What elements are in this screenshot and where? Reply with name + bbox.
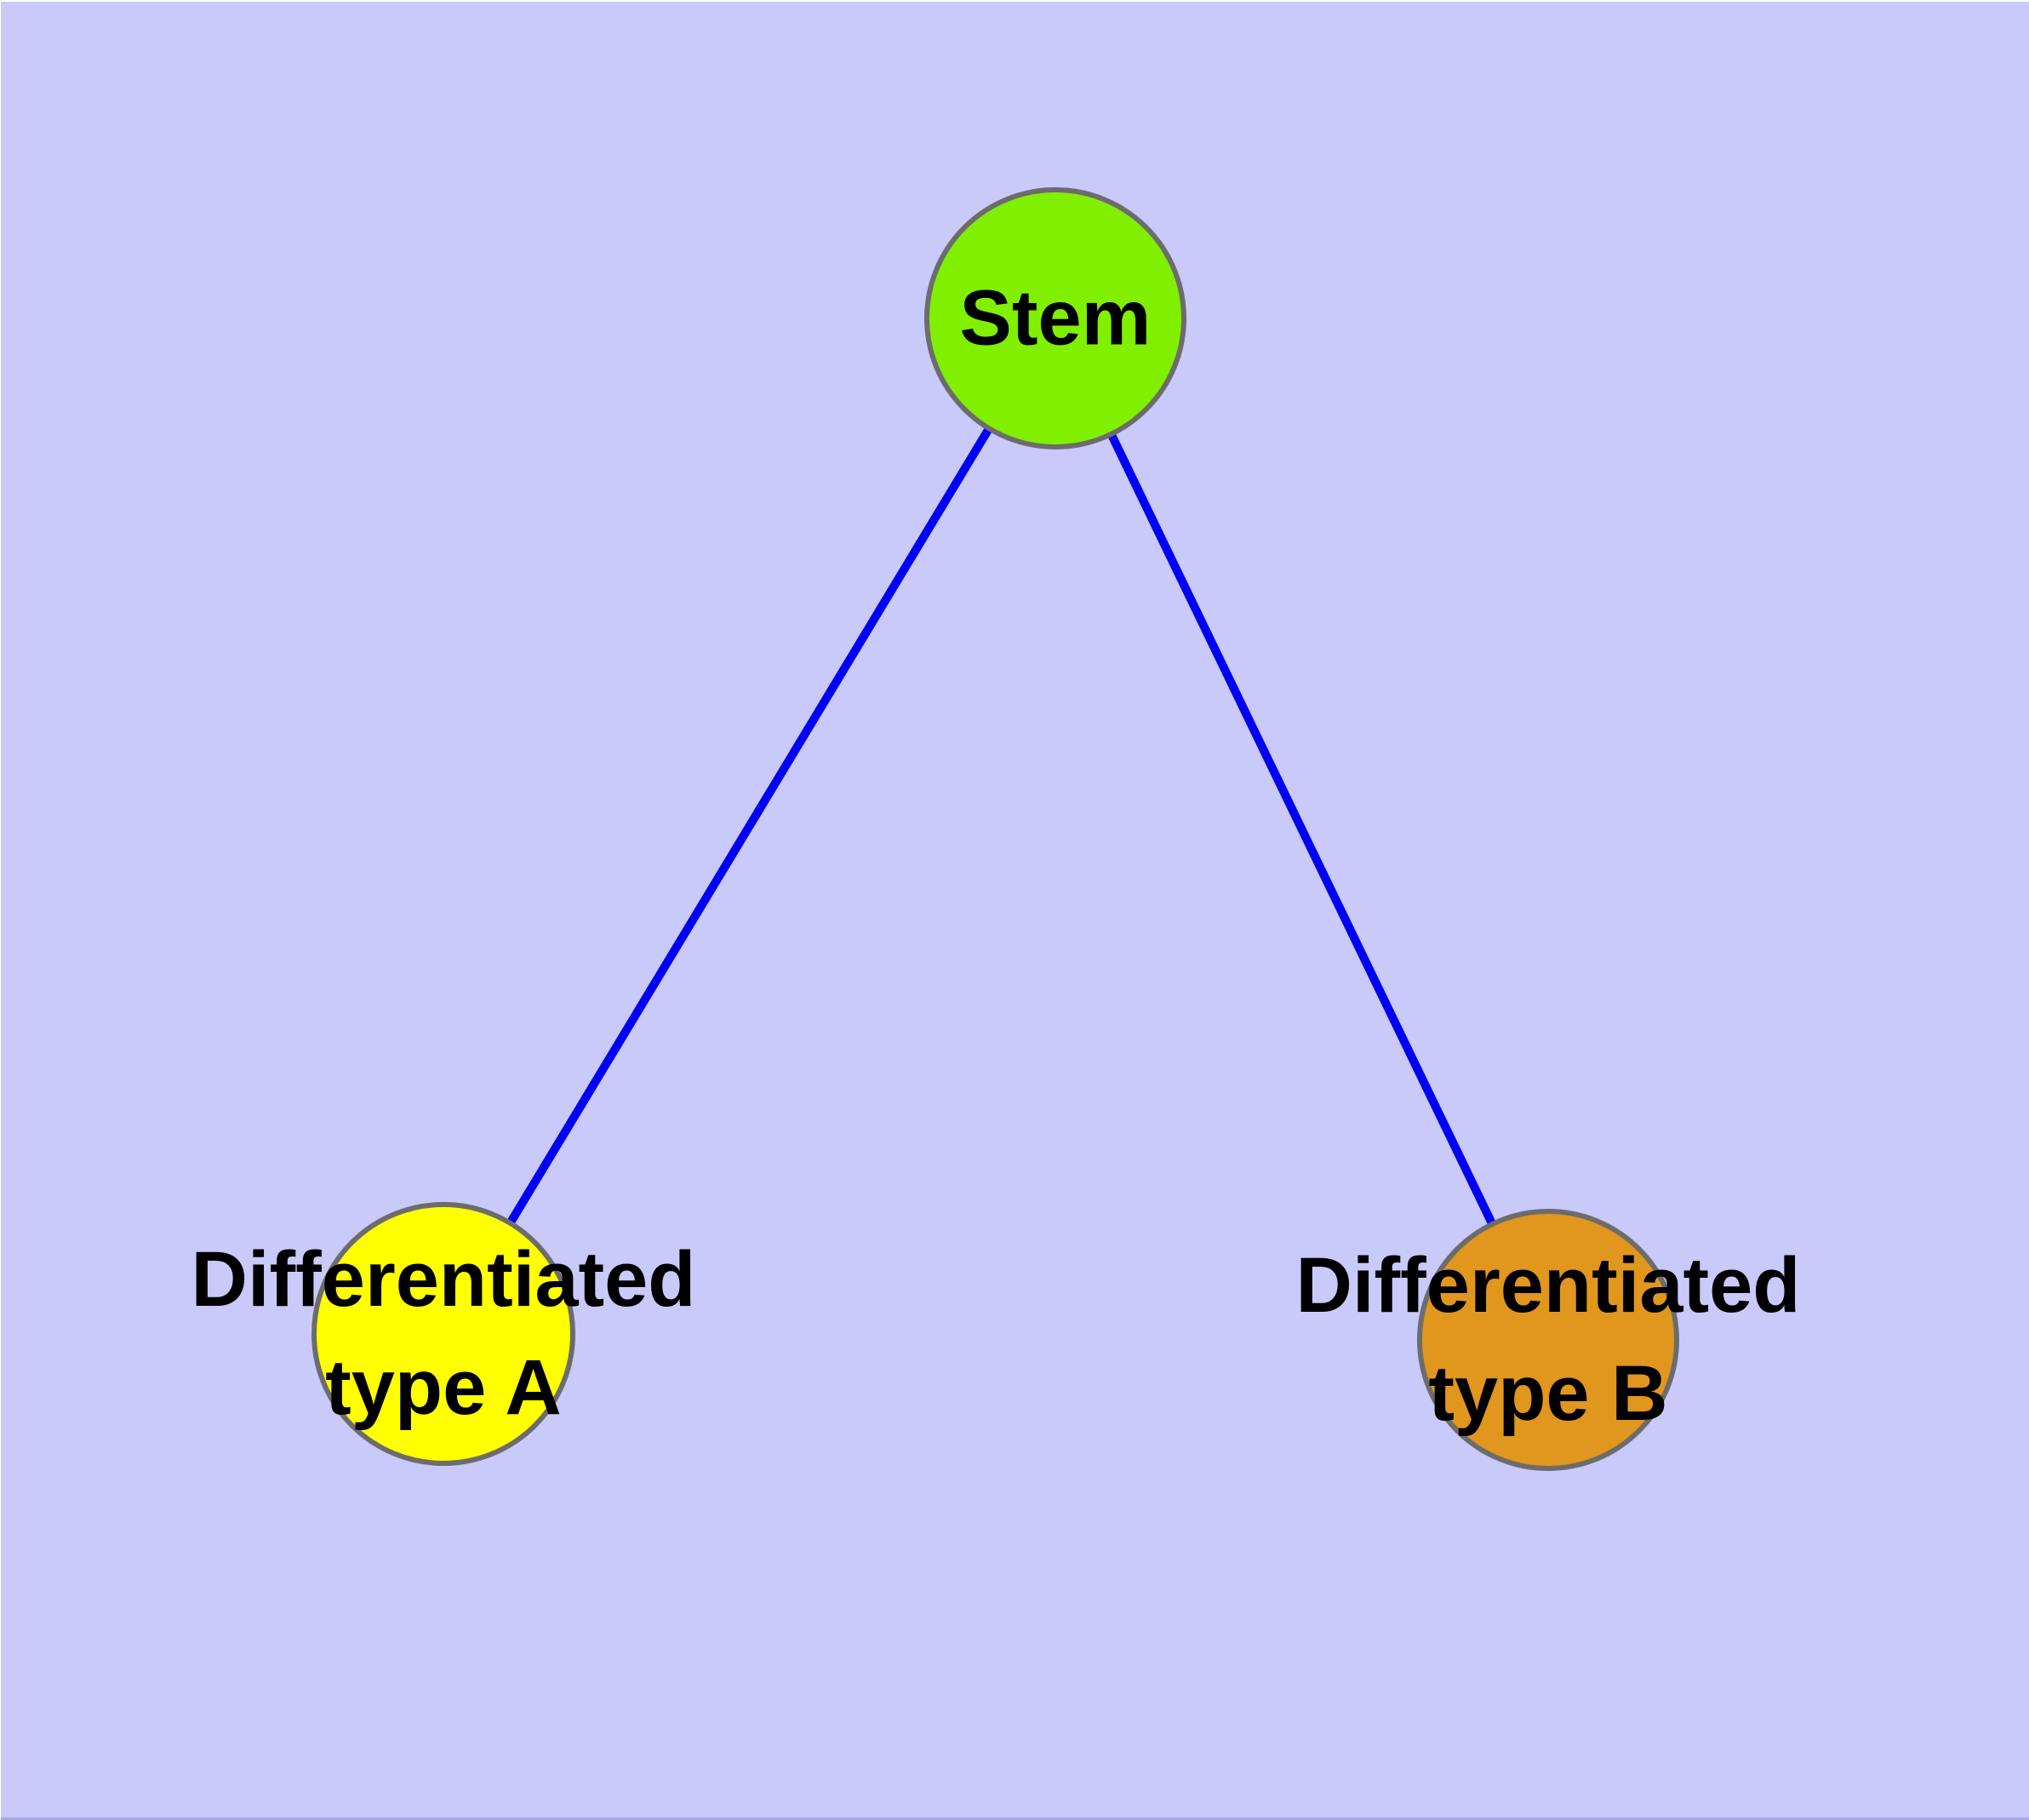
node-circle-type-a <box>311 1202 575 1466</box>
node-circle-stem <box>924 187 1186 449</box>
edge-stem-type-b <box>1107 432 1496 1227</box>
edge-stem-type-a <box>506 426 993 1226</box>
node-circle-type-b <box>1417 1209 1679 1471</box>
